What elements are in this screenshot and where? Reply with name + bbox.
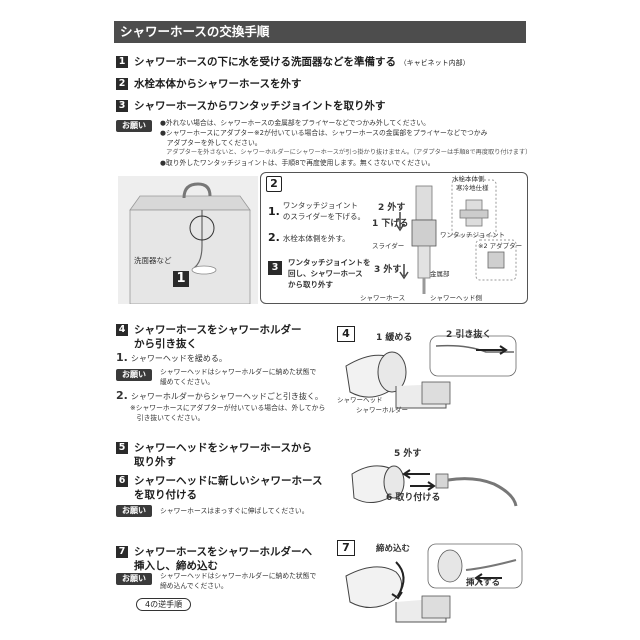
step-number: 4	[116, 324, 128, 336]
step-text-line2: から引き抜く	[116, 338, 197, 350]
step-3-notes: ●外れない場合は、シャワーホースの金属部をプライヤーなどでつかみ外してください。…	[160, 118, 530, 168]
step-7-onegai-text: シャワーヘッドはシャワーホルダーに納めた状態で 締め込んでください。	[160, 571, 316, 591]
step-number: 5	[116, 442, 128, 454]
sub-step-num: 1.	[268, 205, 280, 218]
step-note: （キャビネット内部）	[400, 59, 470, 67]
step-text-line1: シャワーホースをシャワーホルダー	[134, 324, 301, 336]
step-number: 2	[116, 78, 128, 90]
step-2: 2 水栓本体からシャワーホースを外す	[116, 77, 301, 91]
step-4-onegai-text: シャワーヘッドはシャワーホルダーに納めた状態で 緩めてください。	[160, 367, 316, 387]
note-line: アダプターを外してください。	[160, 138, 530, 148]
label-metal: 金属部	[430, 268, 450, 278]
label-joint: ワンタッチジョイント	[440, 229, 505, 239]
label-remove-5: 5 外す	[394, 446, 421, 459]
step-5: 5 シャワーヘッドをシャワーホースから 取り外す	[116, 441, 312, 469]
onegai-badge: お願い	[116, 573, 152, 585]
label-remove-2: 2 外す	[378, 200, 405, 213]
sub-step-text: ワンタッチジョイント のスライダーを下げる。	[283, 200, 365, 222]
figure-number-1: 1	[173, 271, 189, 287]
label-pull-out: 2 引き抜く	[446, 327, 491, 340]
label-adapter: ※2 アダプター	[478, 240, 522, 250]
step-number: 6	[116, 475, 128, 487]
label-tighten: 締め込む	[376, 542, 410, 554]
step-4-sub-2: 2.シャワーホルダーからシャワーヘッドごと引き抜く。	[116, 390, 323, 402]
note-line: ●取り外したワンタッチジョイントは、手順8で再度使用します。無くさないでください…	[160, 158, 530, 168]
label-cold-region: 寒冷地仕様	[456, 182, 489, 192]
figure-number-2: 2	[266, 176, 282, 192]
sub-step-num: 2.	[116, 389, 128, 402]
label-remove-3: 3 外す	[374, 262, 401, 275]
onegai-badge: お願い	[116, 120, 152, 132]
sink-label: 洗面器など	[134, 255, 172, 266]
step-1: 1 シャワーホースの下に水を受ける洗面器などを準備する （キャビネット内部）	[116, 55, 470, 70]
note-line: ●外れない場合は、シャワーホースの金属部をプライヤーなどでつかみ外してください。	[160, 118, 530, 128]
step-text: シャワーホースの下に水を受ける洗面器などを準備する	[134, 56, 396, 68]
step-text: 水栓本体からシャワーホースを外す	[134, 78, 301, 90]
sub-step-num: 3	[268, 261, 282, 275]
step-6-onegai-text: シャワーホースはまっすぐに伸ばしてください。	[160, 506, 309, 516]
sub-step-num: 1.	[116, 351, 128, 364]
step-text-line1: シャワーヘッドに新しいシャワーホース	[134, 475, 322, 487]
onegai-badge: お願い	[116, 369, 152, 381]
step-text-line2: を取り付ける	[116, 489, 197, 501]
label-attach-6: 6 取り付ける	[386, 490, 440, 503]
step-text: シャワーホースからワンタッチジョイントを取り外す	[134, 100, 385, 112]
label-lower-1: 1 下げる	[372, 216, 408, 229]
sub-step-num: 2.	[268, 231, 280, 244]
onegai-badge: お願い	[116, 505, 152, 517]
step-text-line1: シャワーホースをシャワーホルダーへ	[134, 546, 312, 558]
label-slider: スライダー	[372, 240, 404, 250]
step-4-sub-2-note: ※シャワーホースにアダプターが付いている場合は、外してから 引き抜いてください。	[130, 403, 325, 423]
label-insert: 挿入する	[466, 576, 500, 588]
label-shower-head: シャワーヘッド	[337, 394, 383, 404]
note-line: ●シャワーホースにアダプター※2が付いている場合は、シャワーホースの金属部をプラ…	[160, 128, 530, 138]
step-6: 6 シャワーヘッドに新しいシャワーホース を取り付ける	[116, 474, 322, 502]
figure-5-6-illustration	[344, 446, 520, 522]
step-4-sub-1: 1.シャワーヘッドを緩める。	[116, 352, 227, 364]
sub-step-a3: 3 ワンタッチジョイントを 回し、シャワーホース から取り外す	[268, 257, 371, 290]
sub-step-a1: 1.ワンタッチジョイント のスライダーを下げる。	[268, 200, 368, 222]
label-head-side: シャワーヘッド側	[430, 292, 482, 302]
label-loosen: 1 緩める	[376, 330, 412, 343]
sub-step-text: シャワーヘッドを緩める。	[131, 354, 227, 363]
page-title: シャワーホースの交換手順	[114, 21, 526, 43]
figure-number-7: 7	[337, 540, 355, 556]
sub-step-text: シャワーホルダーからシャワーヘッドごと引き抜く。	[131, 392, 323, 401]
step-text-line1: シャワーヘッドをシャワーホースから	[134, 442, 312, 454]
label-shower-holder: シャワーホルダー	[356, 404, 408, 414]
joint-diagram	[360, 176, 526, 302]
step-text-line2: 取り外す	[116, 456, 176, 468]
step-number: 1	[116, 56, 128, 68]
figure-number-4: 4	[337, 326, 355, 342]
step-4: 4 シャワーホースをシャワーホルダー から引き抜く	[116, 323, 301, 351]
note-line: アダプターを外さないと、シャワーホルダーにシャワーホースが引っ掛かり抜けません。…	[160, 148, 530, 158]
sub-step-text: 水栓本体側を外す。	[283, 234, 350, 243]
label-shower-hose: シャワーホース	[360, 292, 405, 302]
step-3: 3 シャワーホースからワンタッチジョイントを取り外す	[116, 99, 385, 113]
step-number: 3	[116, 100, 128, 112]
step-number: 7	[116, 546, 128, 558]
sub-step-text: ワンタッチジョイントを 回し、シャワーホース から取り外す	[288, 257, 371, 290]
sub-step-a2: 2.水栓本体側を外す。	[268, 226, 350, 245]
reverse-procedure-tag: 4の逆手順	[136, 598, 191, 611]
